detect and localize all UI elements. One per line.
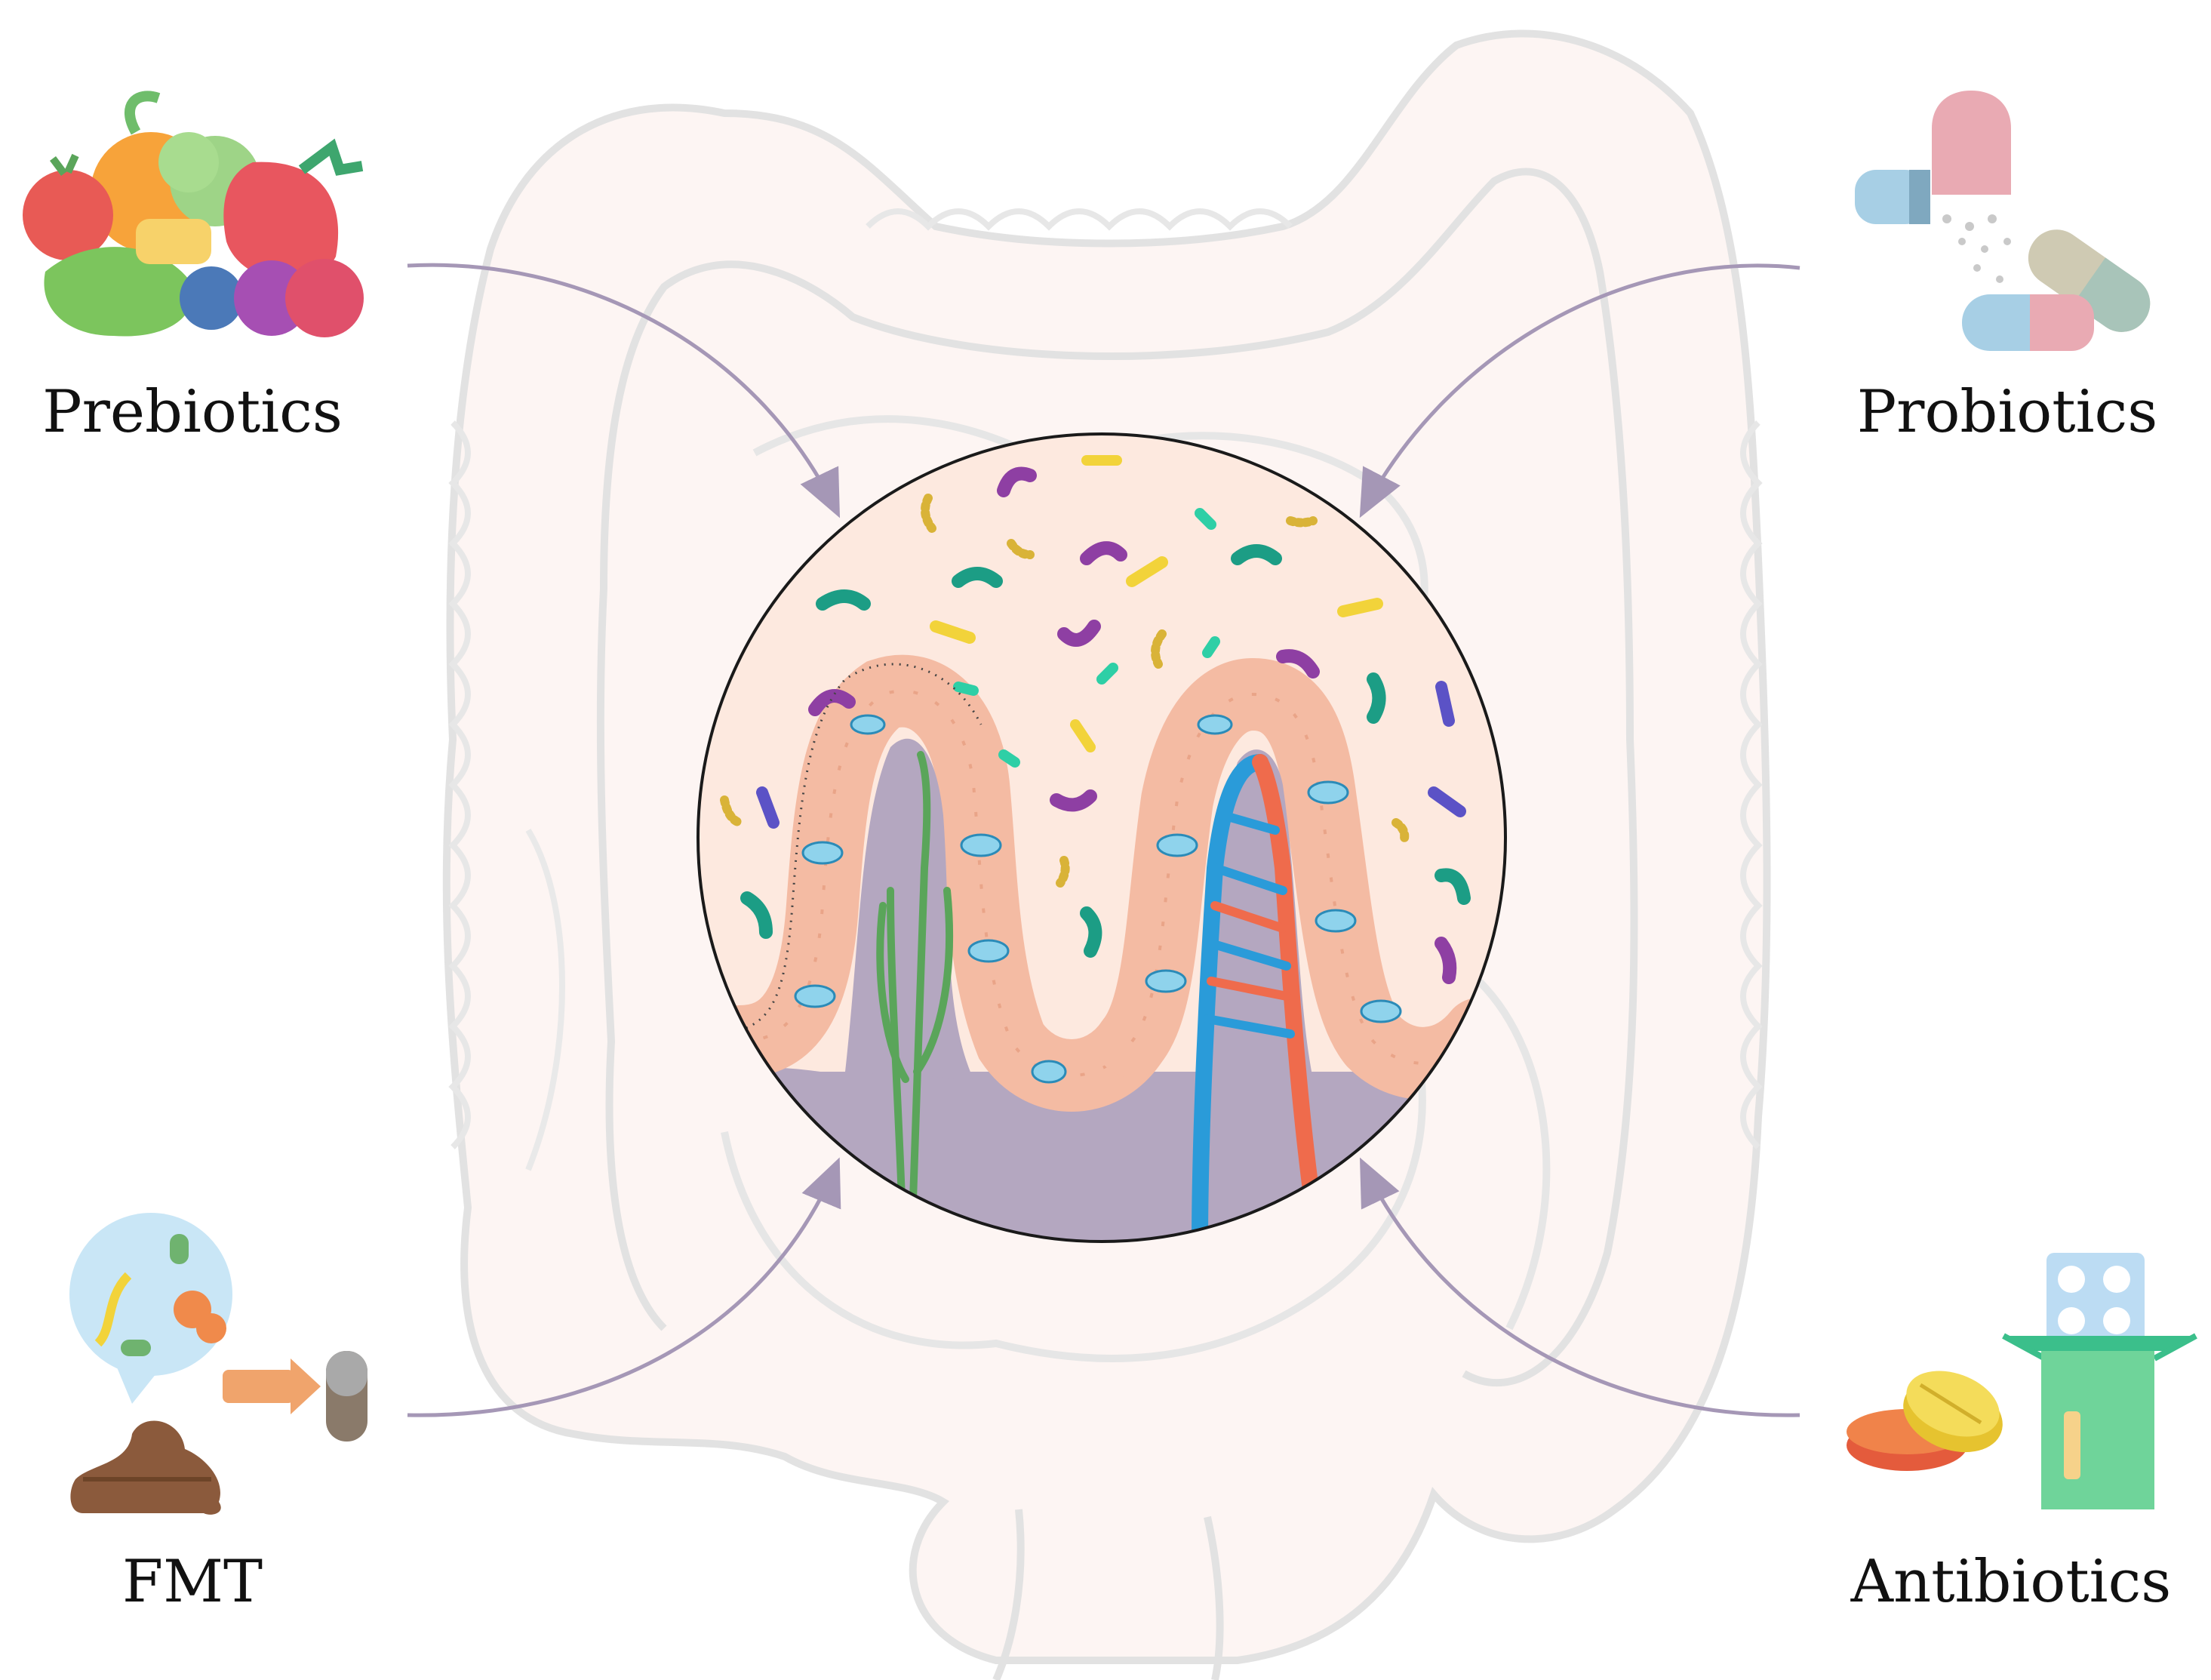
fruits-vegetables-icon (23, 91, 364, 337)
left-villus-epithelium (703, 654, 1168, 1112)
pills-and-box-icon (1847, 1253, 2197, 1509)
arrow-antibiotics (1359, 1157, 1800, 1417)
connector-arrows (407, 263, 1800, 1417)
stool-to-capsule-icon (69, 1213, 367, 1515)
label-prebiotics: Prebiotics (42, 378, 343, 446)
capsules-icon (1855, 91, 2151, 351)
gut-bacteria (720, 455, 1471, 984)
blood-capillaries (1192, 754, 1321, 1242)
goblet-cells (794, 714, 1402, 1084)
lacteal-vessel (876, 751, 954, 1204)
arrow-fmt (407, 1157, 841, 1417)
label-fmt: FMT (122, 1548, 263, 1616)
label-antibiotics: Antibiotics (1850, 1548, 2172, 1616)
arrow-prebiotics (407, 263, 841, 518)
label-probiotics: Probiotics (1857, 378, 2158, 446)
arrow-probiotics (1359, 263, 1800, 518)
